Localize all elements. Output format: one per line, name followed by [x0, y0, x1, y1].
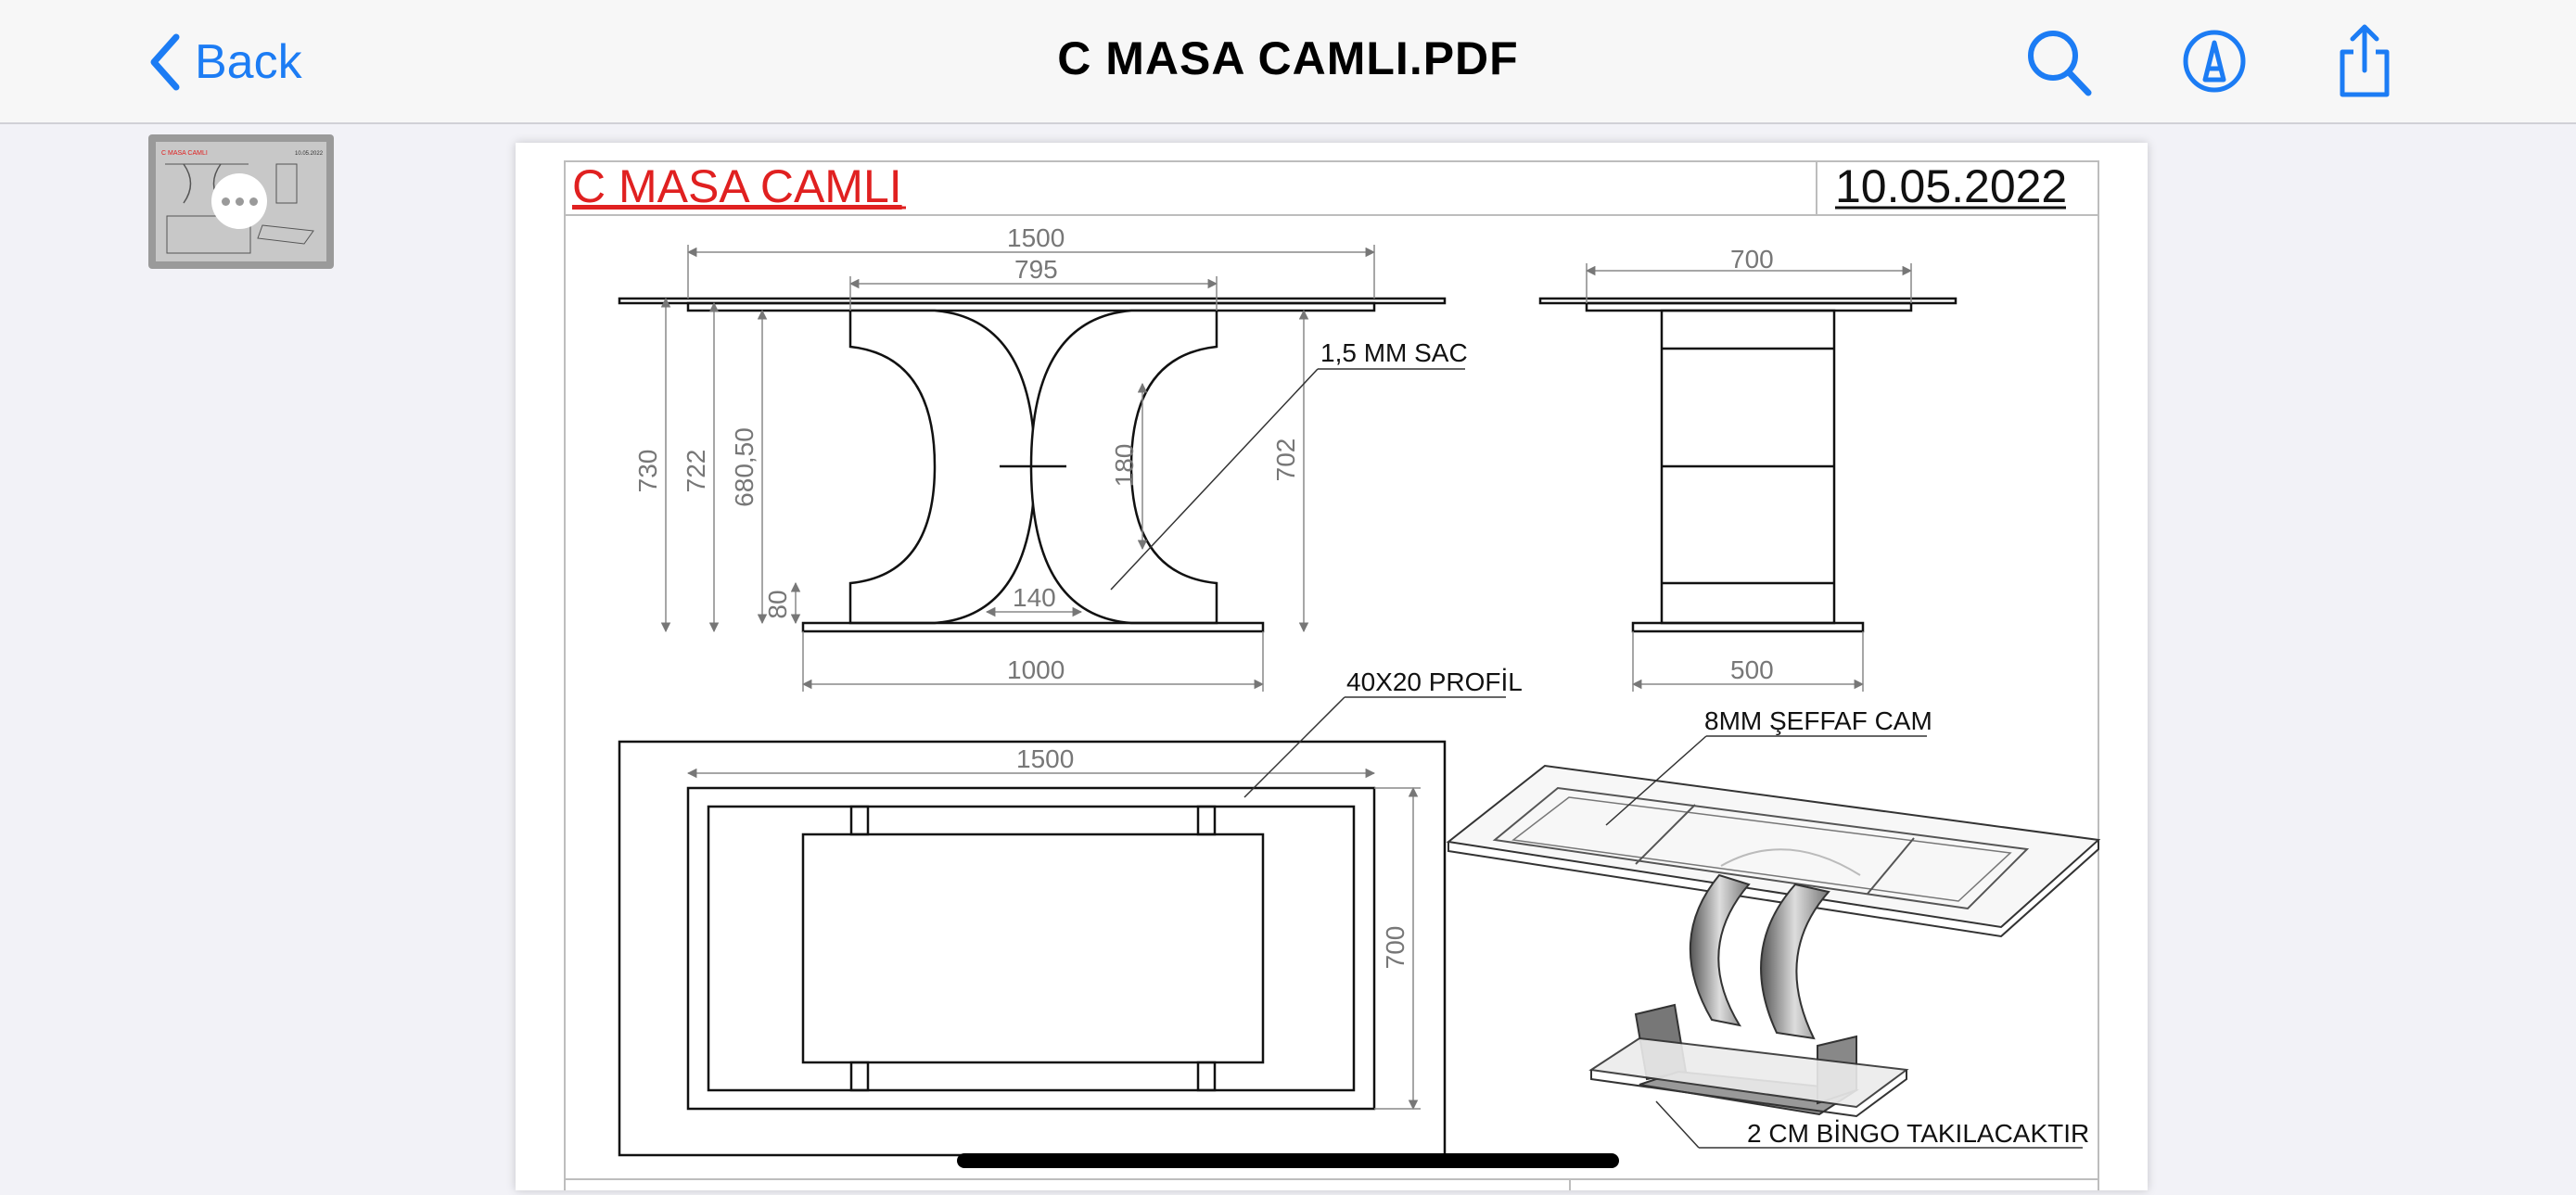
note-profil: 40X20 PROFİL [1346, 667, 1523, 696]
home-indicator[interactable] [957, 1153, 1619, 1168]
dim-plan-1500: 1500 [1016, 744, 1074, 773]
search-button[interactable] [2021, 22, 2096, 100]
side-view [1538, 297, 1958, 633]
page-thumbnail[interactable]: C MASA CAMLI 10.05.2022 [148, 134, 334, 269]
share-button[interactable] [2327, 22, 2402, 100]
thumbnail-sidebar [0, 124, 352, 1190]
more-dot-icon [221, 197, 230, 206]
front-view [618, 297, 1447, 633]
drawing-frame [564, 160, 2099, 1195]
dim-795: 795 [1014, 255, 1058, 284]
thumbnail-title: C MASA CAMLI [161, 150, 208, 157]
nav-bar: Back C MASA CAMLI.PDF [0, 0, 2576, 124]
pdf-page[interactable]: C MASA CAMLI 10.05.2022 [516, 143, 2148, 1195]
thumbnail-date: 10.05.2022 [295, 151, 324, 157]
dim-180: 180 [1110, 444, 1139, 488]
dim-side-500: 500 [1730, 655, 1774, 684]
back-label: Back [195, 35, 302, 89]
note-sac: 1,5 MM SAC [1320, 338, 1468, 367]
dim-722: 722 [682, 450, 710, 493]
isometric-view [1446, 764, 2101, 1118]
markup-button[interactable] [2177, 22, 2251, 100]
dim-730: 730 [633, 450, 662, 493]
note-cam: 8MM ŞEFFAF CAM [1704, 706, 1932, 735]
more-dot-icon [249, 197, 258, 206]
drawing-title: C MASA CAMLI [572, 160, 902, 212]
dim-side-700: 700 [1730, 245, 1774, 273]
dim-1500: 1500 [1007, 223, 1065, 252]
dim-plan-700: 700 [1381, 926, 1409, 970]
markup-pen-icon [2183, 30, 2246, 93]
drawing-date: 10.05.2022 [1835, 160, 2067, 212]
dim-702: 702 [1271, 439, 1300, 482]
note-bingo: 2 CM BİNGO TAKILACAKTIR [1747, 1119, 2089, 1148]
search-icon [2028, 31, 2092, 96]
dim-140: 140 [1013, 583, 1056, 612]
more-dot-icon [235, 197, 244, 206]
dim-80: 80 [763, 590, 792, 618]
more-options-button[interactable] [211, 173, 267, 229]
back-button[interactable]: Back [148, 28, 302, 96]
dim-1000: 1000 [1007, 655, 1065, 684]
plan-view [618, 740, 1447, 1157]
share-icon [2340, 24, 2390, 97]
technical-drawing: C MASA CAMLI 10.05.2022 [564, 160, 2101, 1195]
dim-680-50: 680,50 [730, 427, 759, 507]
chevron-left-icon [150, 33, 180, 91]
document-title: C MASA CAMLI.PDF [1057, 32, 1519, 84]
